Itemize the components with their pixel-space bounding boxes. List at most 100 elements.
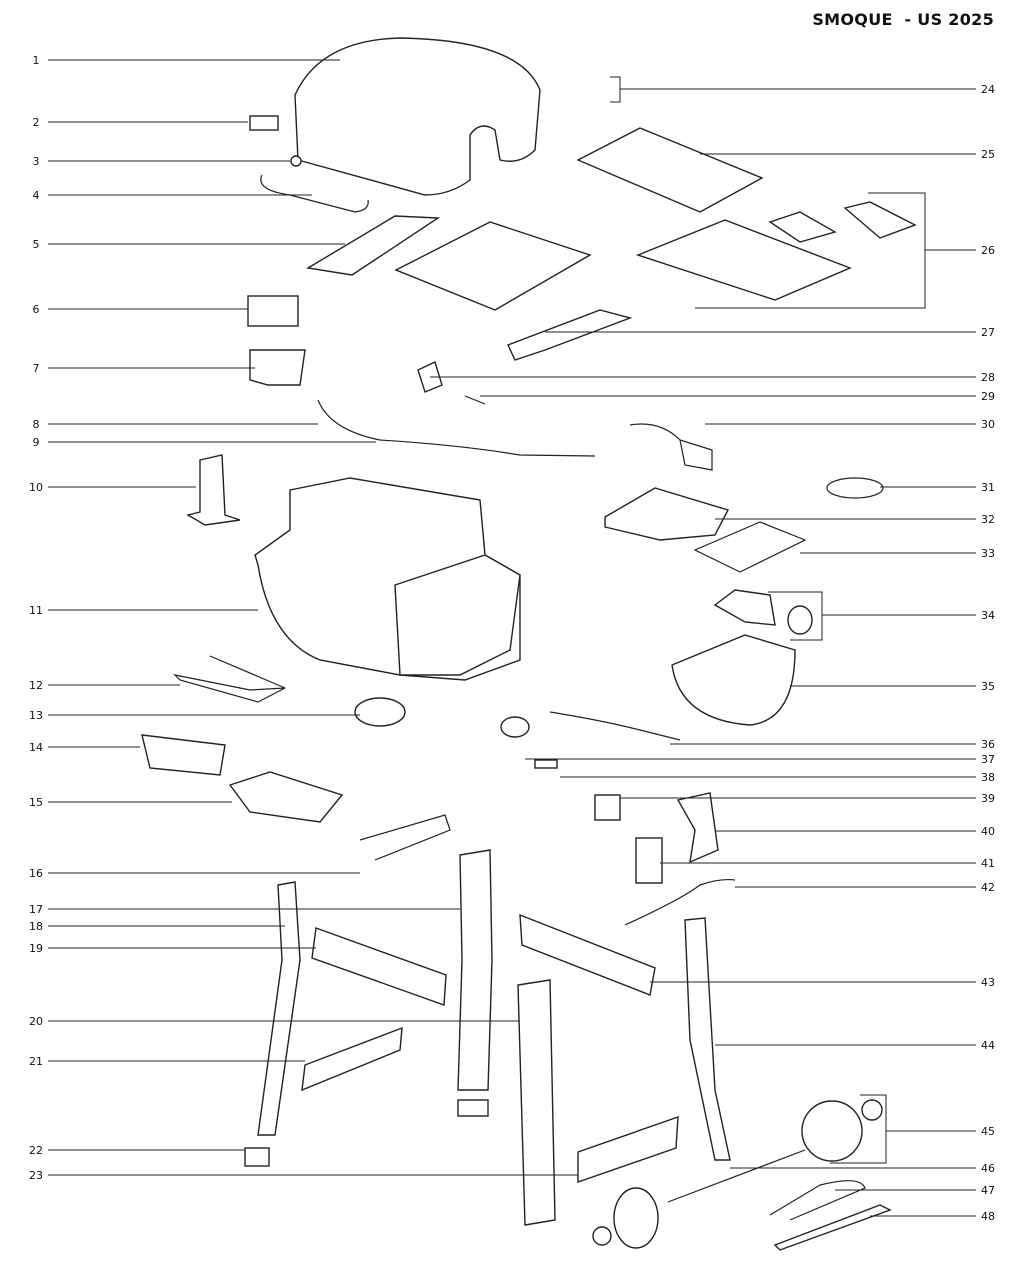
part-heat-deflector (635, 219, 852, 301)
part-panel-21 (301, 1026, 403, 1092)
part-harness-42 (624, 878, 736, 926)
part-number-label: 17 (29, 903, 43, 916)
part-number-label: 25 (981, 148, 995, 161)
part-knob (500, 716, 530, 738)
part-side-handle (359, 814, 451, 861)
bracket-24 (610, 76, 621, 103)
part-number-label: 3 (33, 155, 40, 168)
part-hopper-cover (671, 634, 796, 726)
part-bracket-27 (507, 309, 633, 361)
part-side-shelf (604, 487, 730, 541)
part-wheel-cap (592, 1226, 612, 1246)
part-number-label: 9 (33, 436, 40, 449)
part-wheel-45 (801, 1100, 863, 1162)
part-number-label: 33 (981, 547, 995, 560)
part-bracket-40 (676, 792, 719, 864)
diagram-title: SMOQUE - US 2025 (812, 10, 994, 29)
part-badge (249, 115, 279, 131)
part-number-label: 14 (29, 741, 43, 754)
part-grate-small (305, 215, 441, 276)
part-tool-48 (773, 1204, 892, 1251)
part-grate-large (394, 221, 592, 311)
part-number-label: 47 (981, 1184, 995, 1197)
bracket-34 (768, 591, 823, 641)
part-number-label: 23 (29, 1169, 43, 1182)
part-bracket-38 (534, 759, 558, 769)
part-clip-22 (244, 1147, 270, 1167)
part-number-label: 4 (33, 189, 40, 202)
part-number-label: 46 (981, 1162, 995, 1175)
part-fan (354, 697, 406, 727)
part-number-label: 22 (29, 1144, 43, 1157)
part-number-label: 6 (33, 303, 40, 316)
part-clip (457, 1099, 489, 1117)
part-cup-holder (249, 349, 306, 386)
part-handle (260, 174, 369, 213)
part-number-label: 2 (33, 116, 40, 129)
part-number-label: 27 (981, 326, 995, 339)
part-number-label: 21 (29, 1055, 43, 1068)
part-number-label: 26 (981, 244, 995, 257)
part-number-label: 32 (981, 513, 995, 526)
part-number-label: 44 (981, 1039, 995, 1052)
part-number-label: 5 (33, 238, 40, 251)
part-number-label: 31 (981, 481, 995, 494)
part-leg-20 (517, 979, 556, 1226)
part-number-label: 45 (981, 1125, 995, 1138)
part-deflector-cover (768, 201, 917, 243)
part-frame-12 (173, 655, 286, 703)
part-chimney (186, 454, 241, 526)
part-number-label: 15 (29, 796, 43, 809)
part-wire-rack (693, 521, 807, 573)
part-number-label: 1 (33, 54, 40, 67)
part-lid (294, 37, 541, 196)
part-number-label: 42 (981, 881, 995, 894)
part-number-label: 20 (29, 1015, 43, 1028)
part-grommet (290, 155, 302, 167)
part-number-label: 36 (981, 738, 995, 751)
part-controller (594, 794, 621, 821)
part-leg-18 (257, 881, 301, 1136)
part-number-label: 7 (33, 362, 40, 375)
part-number-label: 11 (29, 604, 43, 617)
part-tool-47 (769, 1180, 866, 1221)
part-upper-rack (576, 127, 764, 213)
part-drip-pan (228, 771, 344, 823)
part-number-label: 34 (981, 609, 995, 622)
part-ring (787, 605, 813, 635)
part-igniter (464, 395, 486, 405)
part-number-label: 8 (33, 418, 40, 431)
part-auger (629, 423, 713, 471)
part-wheel-front (613, 1187, 659, 1249)
part-leg-17 (457, 849, 493, 1091)
part-leg-44 (684, 917, 731, 1161)
part-power-supply (635, 837, 663, 884)
parts (141, 37, 926, 1251)
part-number-label: 39 (981, 792, 995, 805)
part-number-label: 41 (981, 857, 995, 870)
part-number-label: 16 (29, 867, 43, 880)
part-wire-36 (549, 711, 681, 741)
part-hopper (394, 554, 521, 676)
part-chute (713, 589, 776, 626)
part-number-label: 48 (981, 1210, 995, 1223)
part-number-label: 24 (981, 83, 995, 96)
part-hubcap (861, 1099, 883, 1121)
part-number-label: 43 (981, 976, 995, 989)
part-number-label: 40 (981, 825, 995, 838)
part-number-label: 30 (981, 418, 995, 431)
part-number-label: 38 (981, 771, 995, 784)
part-number-label: 19 (29, 942, 43, 955)
part-number-label: 35 (981, 680, 995, 693)
part-bracket-6 (247, 295, 299, 327)
part-number-label: 12 (29, 679, 43, 692)
part-power-cord (826, 477, 884, 499)
part-panel-23 (577, 1115, 679, 1183)
part-panel-19 (311, 927, 447, 1006)
part-number-label: 37 (981, 753, 995, 766)
part-number-label: 10 (29, 481, 43, 494)
part-grease-tray (141, 734, 226, 776)
bracket-45 (830, 1094, 887, 1164)
part-probe-wire (317, 399, 596, 457)
